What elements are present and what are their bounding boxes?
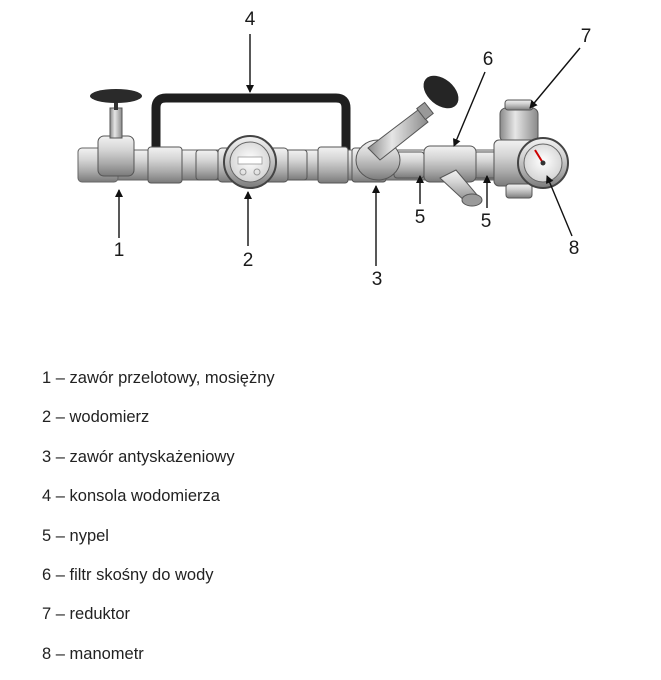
callout-6: 6 [482, 49, 494, 70]
callout-1: 1 [113, 240, 125, 261]
pressure-gauge [517, 137, 569, 189]
legend-item-7: 7 – reduktor [42, 605, 131, 624]
callout-5-left: 5 [414, 207, 426, 228]
legend-item-5: 5 – nypel [42, 526, 109, 545]
gate-valve [90, 89, 142, 177]
legend-item-4: 4 – konsola wodomierza [42, 487, 220, 506]
legend-item-1: 1 – zawór przelotowy, mosiężny [42, 369, 275, 387]
legend-item-2: 2 – wodomierz [42, 408, 150, 427]
callout-4: 4 [244, 9, 256, 30]
callout-5-right: 5 [480, 211, 492, 232]
check-valve [355, 75, 459, 181]
water-meter [217, 135, 289, 189]
callout-3: 3 [371, 269, 383, 290]
parts-legend: 1 – zawór przelotowy, mosiężny 2 – wodom… [42, 364, 275, 679]
legend-item-6: 6 – filtr skośny do wody [42, 565, 214, 584]
meter-console [151, 93, 351, 176]
callout-2: 2 [242, 250, 254, 271]
y-strainer [423, 145, 483, 207]
leader-lines [115, 34, 581, 266]
callout-7: 7 [580, 26, 592, 47]
water-meter-assembly-diagram [77, 34, 581, 266]
callout-8: 8 [568, 238, 580, 259]
legend-item-3: 3 – zawór antyskażeniowy [42, 447, 235, 466]
legend-item-8: 8 – manometr [42, 644, 144, 663]
